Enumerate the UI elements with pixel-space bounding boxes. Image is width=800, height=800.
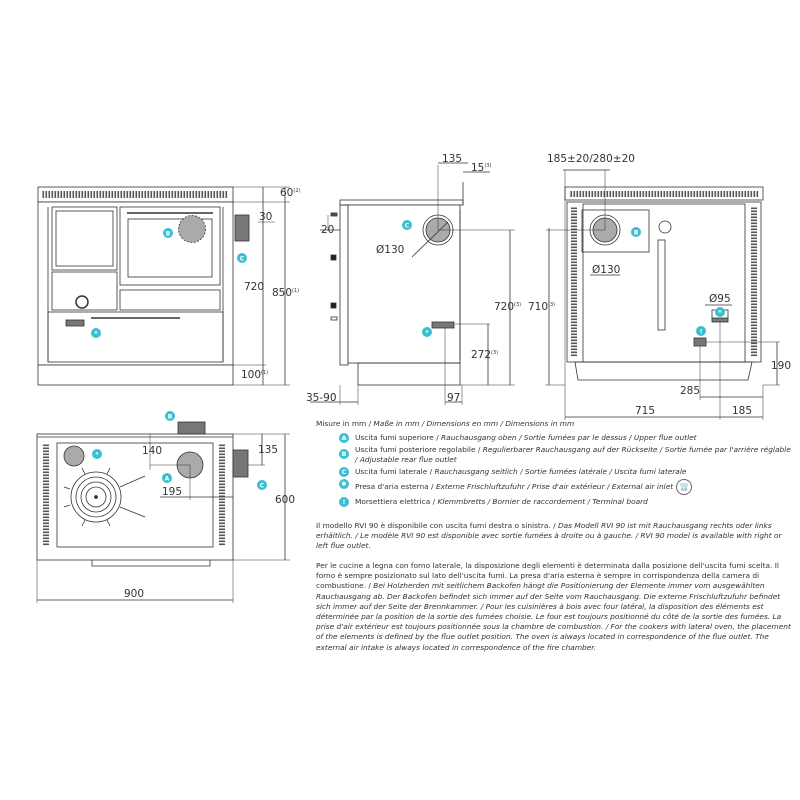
front-view-labels: 60(2) 30 720 850(1) 100(1) B C * bbox=[91, 187, 301, 381]
dim-air-diameter: Ø95 bbox=[709, 293, 731, 305]
legend-item-side-flue: C Uscita fumi laterale / Rauchausgang se… bbox=[339, 467, 794, 477]
svg-text:*: * bbox=[425, 330, 429, 337]
badge-air: * bbox=[92, 449, 102, 459]
dim-flue-a-side: 195 bbox=[162, 486, 182, 498]
dim-flue-height: 720(3) bbox=[494, 301, 521, 313]
air-icon: AIR bbox=[676, 479, 693, 495]
badge-c: C bbox=[237, 253, 247, 263]
legend: Misure in mm / Maße in mm / Dimensions e… bbox=[316, 419, 794, 509]
top-view bbox=[36, 421, 290, 603]
svg-text:*: * bbox=[95, 452, 99, 459]
dim-handle-offset: 20 bbox=[321, 224, 334, 236]
legend-item-rear-flue: B Uscita fumi posteriore regolabile / Re… bbox=[339, 445, 794, 465]
badge-terminal: ! bbox=[339, 497, 349, 507]
dim-flue-top: 30 bbox=[259, 211, 272, 223]
dim-depth: 600 bbox=[275, 494, 295, 506]
svg-text:B: B bbox=[168, 414, 173, 421]
badge-b: B bbox=[163, 228, 173, 238]
dim-width-right: 185 bbox=[732, 405, 752, 417]
front-view bbox=[37, 186, 290, 386]
svg-text:*: * bbox=[718, 310, 722, 317]
svg-text:B: B bbox=[166, 231, 171, 238]
svg-text:A: A bbox=[165, 476, 170, 483]
svg-text:C: C bbox=[260, 483, 265, 490]
badge-air: * bbox=[715, 307, 725, 317]
dim-flue-position: 185±20/280±20 bbox=[547, 153, 635, 165]
dim-terminal-offset: 285 bbox=[680, 385, 700, 397]
dim-flue-diameter: Ø130 bbox=[592, 264, 620, 276]
dim-air-depth: 97 bbox=[447, 392, 460, 404]
units-note: Misure in mm / Maße in mm / Dimensions e… bbox=[316, 419, 575, 428]
placement-note: Per le cucine a legna con forno laterale… bbox=[316, 561, 791, 652]
badge-terminal: ! bbox=[696, 326, 706, 336]
availability-note: Il modello RVI 90 è disponibile con usci… bbox=[316, 521, 782, 551]
legend-item-upper-flue: A Uscita fumi superiore / Rauchausgang o… bbox=[339, 433, 794, 443]
dim-flue-c-depth: 135 bbox=[258, 444, 278, 456]
badge-c: C bbox=[257, 480, 267, 490]
dim-top-offset: 60(2) bbox=[280, 187, 301, 199]
svg-text:C: C bbox=[405, 223, 410, 230]
badge-air: * bbox=[91, 328, 101, 338]
badge-b: B bbox=[339, 449, 349, 459]
dim-front-depth: 35-90 bbox=[306, 392, 337, 404]
dim-flue-diameter: Ø130 bbox=[376, 244, 404, 256]
badge-air: ✱ bbox=[339, 479, 349, 489]
dim-total-height: 850(1) bbox=[272, 287, 299, 299]
badge-a: A bbox=[162, 473, 172, 483]
side-view bbox=[310, 162, 515, 405]
dim-flue-a-depth: 140 bbox=[142, 445, 162, 457]
legend-item-air-inlet: ✱ Presa d'aria esterna / Externe Frischl… bbox=[339, 479, 794, 495]
top-view-labels: 140 195 135 600 900 B * A C bbox=[92, 411, 295, 600]
dim-flue-depth: 135 bbox=[442, 153, 462, 165]
svg-text:C: C bbox=[240, 256, 245, 263]
dim-flue-height: 720 bbox=[244, 281, 264, 293]
dim-plinth: 100(1) bbox=[241, 369, 268, 381]
svg-text:*: * bbox=[94, 331, 98, 338]
badge-c: C bbox=[339, 467, 349, 477]
badge-a: A bbox=[339, 433, 349, 443]
svg-text:B: B bbox=[634, 230, 639, 237]
dim-terminal-height: 190 bbox=[771, 360, 791, 372]
dim-flue-height: 710(3) bbox=[528, 301, 555, 313]
dim-width-left: 715 bbox=[635, 405, 655, 417]
rear-view bbox=[545, 169, 780, 420]
badge-air: * bbox=[422, 327, 432, 337]
svg-text:!: ! bbox=[700, 329, 703, 336]
side-view-labels: 135 15(3) 20 Ø130 720(3) 272(3) 35-90 97… bbox=[306, 153, 521, 404]
dim-width: 900 bbox=[124, 588, 144, 600]
dim-air-height: 272(3) bbox=[471, 349, 498, 361]
badge-c: C bbox=[402, 220, 412, 230]
dim-top-lip: 15(3) bbox=[471, 162, 492, 174]
badge-b: B bbox=[165, 411, 175, 421]
badge-b: B bbox=[631, 227, 641, 237]
rear-view-labels: 185±20/280±20 710(3) Ø130 Ø95 190 285 71… bbox=[528, 153, 791, 417]
legend-item-terminal-board: ! Morsettiera elettrica / Klemmbretts / … bbox=[339, 497, 794, 507]
